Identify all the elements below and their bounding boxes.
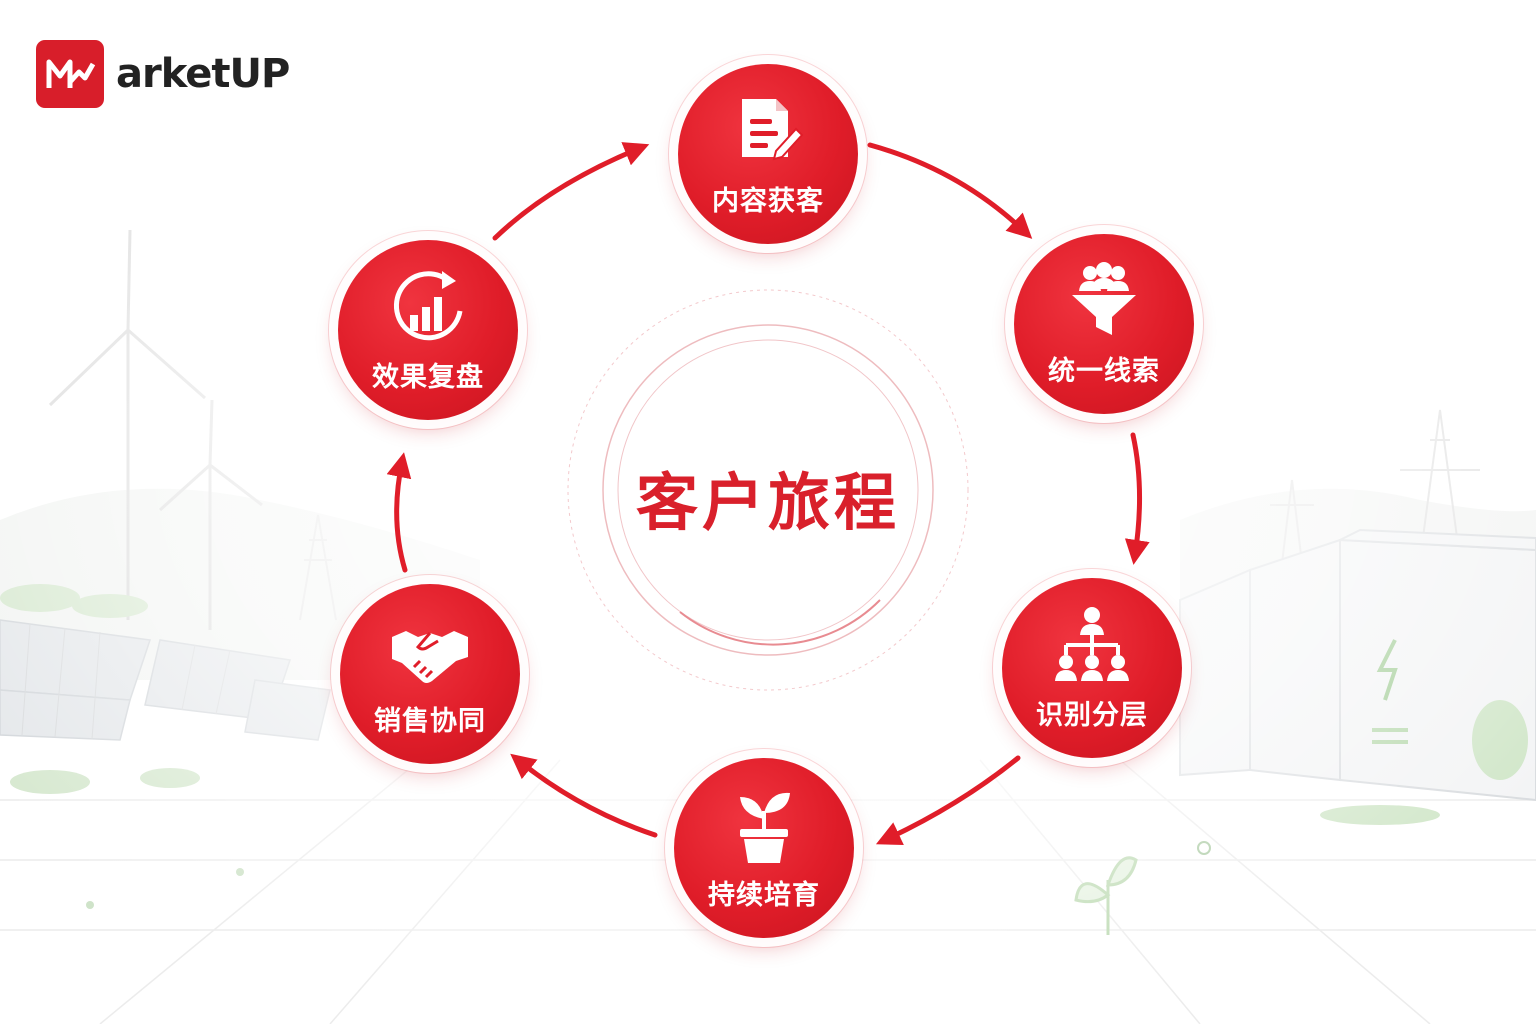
brand-logo[interactable]: arketUP bbox=[36, 40, 290, 108]
step-node-unified-leads[interactable]: 统一线索 bbox=[1014, 234, 1194, 414]
funnel-people-icon bbox=[1072, 261, 1136, 335]
step-label: 销售协同 bbox=[374, 705, 486, 737]
handshake-icon bbox=[392, 630, 468, 683]
step-label: 效果复盘 bbox=[372, 361, 484, 393]
step-node-review[interactable]: 效果复盘 bbox=[338, 240, 518, 420]
org-hierarchy-icon bbox=[1055, 606, 1129, 681]
step-node-content-acquisition[interactable]: 内容获客 bbox=[678, 64, 858, 244]
step-label: 统一线索 bbox=[1048, 355, 1160, 387]
step-label: 识别分层 bbox=[1036, 699, 1148, 731]
step-node-sales-collab[interactable]: 销售协同 bbox=[340, 584, 520, 764]
growth-chart-icon bbox=[393, 270, 463, 340]
sprout-pot-icon bbox=[740, 792, 790, 863]
step-node-identify-tier[interactable]: 识别分层 bbox=[1002, 578, 1182, 758]
step-node-nurture[interactable]: 持续培育 bbox=[674, 758, 854, 938]
logo-mark-icon bbox=[36, 40, 104, 108]
step-label: 内容获客 bbox=[712, 185, 824, 217]
brand-name: arketUP bbox=[116, 51, 290, 97]
diagram-center-title: 客户旅程 bbox=[635, 466, 900, 539]
document-edit-icon bbox=[742, 98, 804, 160]
step-label: 持续培育 bbox=[708, 879, 820, 911]
